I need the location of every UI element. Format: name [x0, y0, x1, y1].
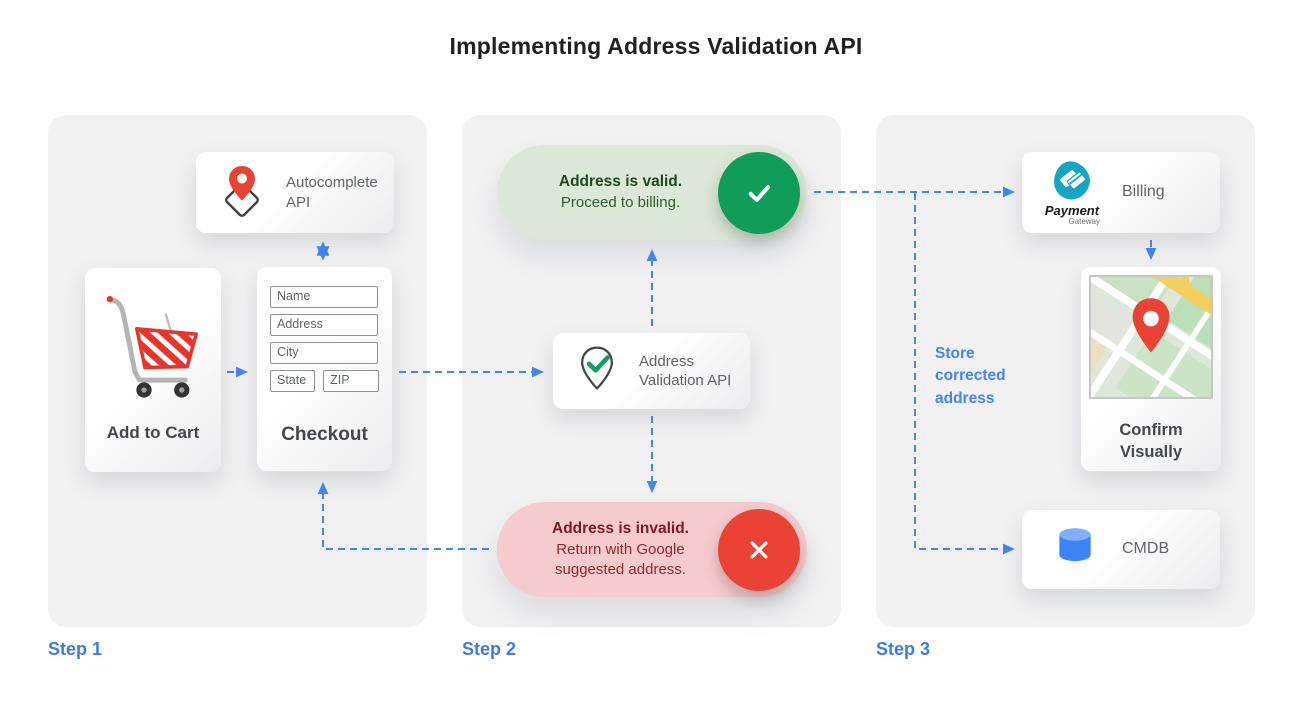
state-field[interactable]: State — [270, 370, 316, 392]
autocomplete-api-label: Autocomplete API — [286, 174, 378, 211]
zip-field[interactable]: ZIP — [323, 370, 379, 392]
address-validation-api-card: Address Validation API — [553, 333, 750, 409]
page-title: Implementing Address Validation API — [449, 33, 863, 59]
store-corrected-address-note: Store corrected address — [935, 345, 1006, 407]
checkout-label: Checkout — [281, 424, 368, 445]
payment-gateway-logo: Payment Gateway — [1040, 159, 1104, 227]
map-thumbnail — [1089, 275, 1213, 399]
check-circle-icon — [718, 151, 800, 234]
payment-brand-subtext: Gateway — [1068, 216, 1100, 226]
invalid-title: Address is invalid. — [552, 520, 689, 538]
payment-brand-text: Payment — [1044, 202, 1100, 218]
add-to-cart-label: Add to Cart — [106, 423, 200, 442]
valid-title: Address is valid. — [558, 173, 683, 191]
invalid-subtitle: Return with Google suggested address. — [555, 540, 686, 578]
autocomplete-api-card: Autocomplete API — [196, 152, 394, 233]
shopping-cart-icon — [99, 286, 207, 409]
step2-label: Step 2 — [462, 639, 517, 659]
cmdb-card: CMDB — [1022, 510, 1220, 589]
database-icon — [1050, 523, 1100, 576]
confirm-visually-label: Confirm Visually — [1119, 421, 1183, 462]
step2-panel: Address is valid. Proceed to billing. Ad… — [462, 115, 841, 627]
address-invalid-pill: Address is invalid. Return with Google s… — [497, 502, 807, 597]
x-circle-icon — [718, 508, 800, 591]
address-validation-api-label: Address Validation API — [639, 352, 732, 390]
valid-subtitle: Proceed to billing. — [560, 193, 681, 211]
step1-panel: Autocomplete API — [48, 115, 427, 627]
add-to-cart-card: Add to Cart — [85, 268, 221, 472]
cmdb-label: CMDB — [1122, 540, 1170, 558]
step1-label: Step 1 — [48, 639, 103, 659]
address-valid-pill: Address is valid. Proceed to billing. — [497, 145, 807, 240]
confirm-visually-card: Confirm Visually — [1081, 267, 1221, 471]
address-field[interactable]: Address — [270, 314, 378, 336]
name-field[interactable]: Name — [270, 286, 378, 308]
city-field[interactable]: City — [270, 342, 378, 364]
billing-card: Payment Gateway Billing — [1022, 152, 1220, 233]
checkout-card: Name Address City State ZIP Checkout — [257, 267, 392, 471]
map-pin-check-icon — [571, 343, 623, 400]
step3-panel: Payment Gateway Billing Store corrected … — [876, 115, 1255, 627]
step3-label: Step 3 — [876, 639, 931, 659]
billing-label: Billing — [1122, 183, 1165, 201]
map-pin-diamond-icon — [214, 162, 270, 223]
